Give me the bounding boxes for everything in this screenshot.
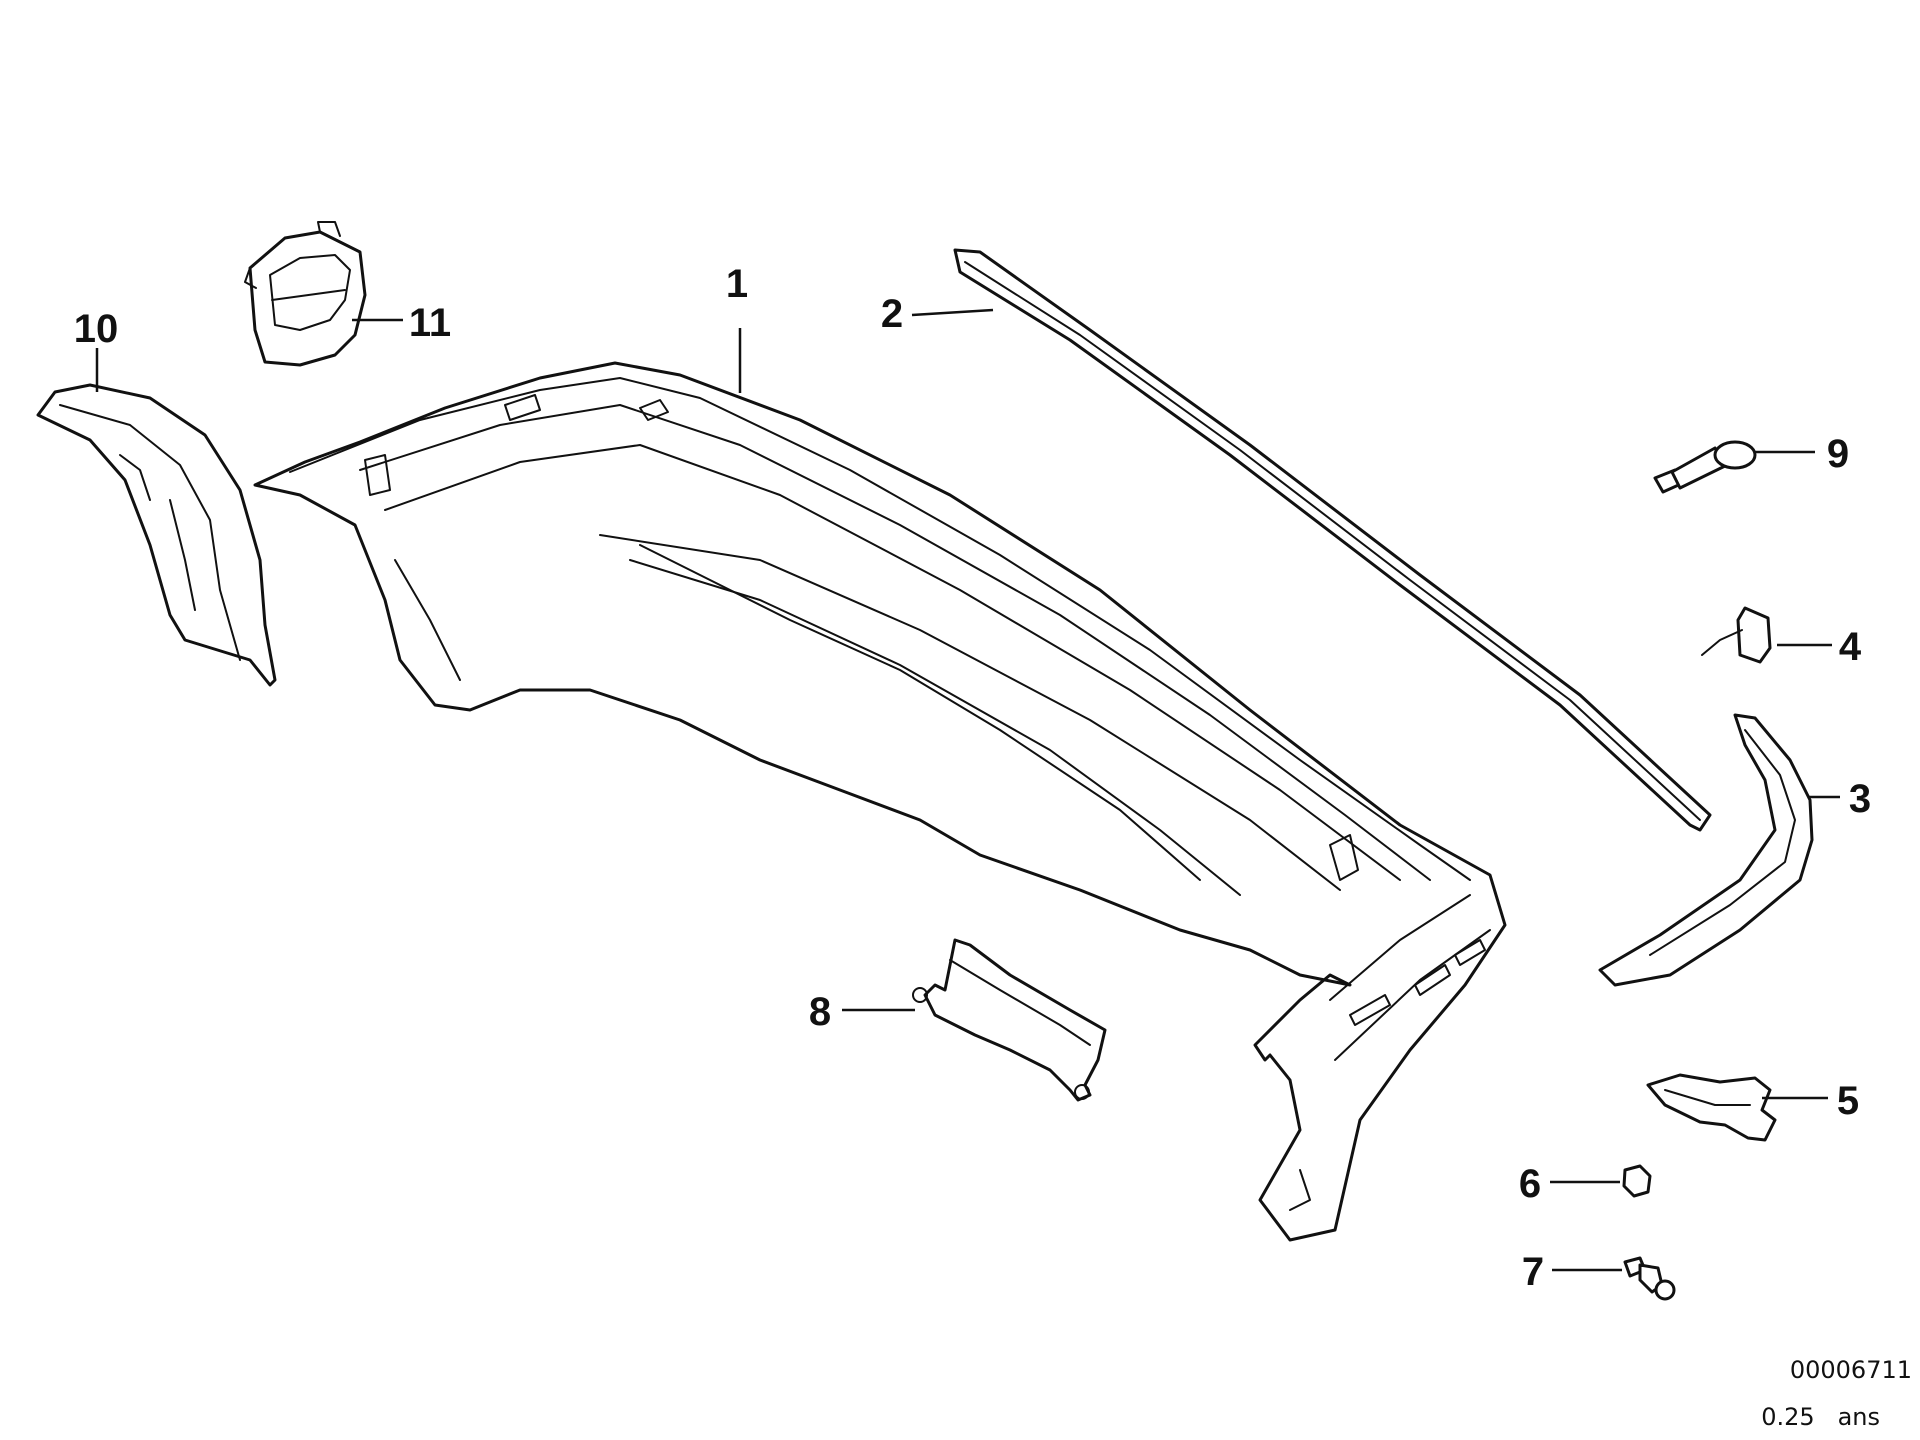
callout-8: 8 bbox=[809, 990, 831, 1034]
callout-3: 3 bbox=[1849, 777, 1871, 821]
leader-2 bbox=[911, 308, 994, 317]
part-5-bracket bbox=[1646, 1073, 1777, 1142]
part-9-towing-eye bbox=[1653, 440, 1757, 494]
scale-note: 0.25 ans bbox=[1761, 1403, 1880, 1431]
part-2-trim-strip bbox=[953, 248, 1712, 832]
part-6-nut bbox=[1622, 1164, 1652, 1198]
callout-4: 4 bbox=[1839, 625, 1862, 669]
callout-1: 1 bbox=[726, 262, 748, 306]
part-7-screw bbox=[1623, 1256, 1676, 1301]
part-11-grille-insert bbox=[244, 221, 367, 367]
callout-7: 7 bbox=[1522, 1250, 1544, 1294]
part-4-cap bbox=[1701, 606, 1772, 664]
callout-10: 10 bbox=[74, 307, 119, 351]
part-3-side-moulding bbox=[1598, 713, 1814, 987]
diagram-number: 00006711 bbox=[1790, 1356, 1912, 1384]
callout-5: 5 bbox=[1837, 1079, 1859, 1123]
callout-9: 9 bbox=[1827, 432, 1849, 476]
part-1-bumper-cover bbox=[253, 361, 1507, 1242]
callout-2: 2 bbox=[881, 292, 903, 336]
part-8-lower-bracket bbox=[912, 938, 1107, 1102]
part-10-side-panel bbox=[36, 383, 277, 687]
callout-11: 11 bbox=[409, 301, 451, 345]
callout-6: 6 bbox=[1519, 1162, 1541, 1206]
